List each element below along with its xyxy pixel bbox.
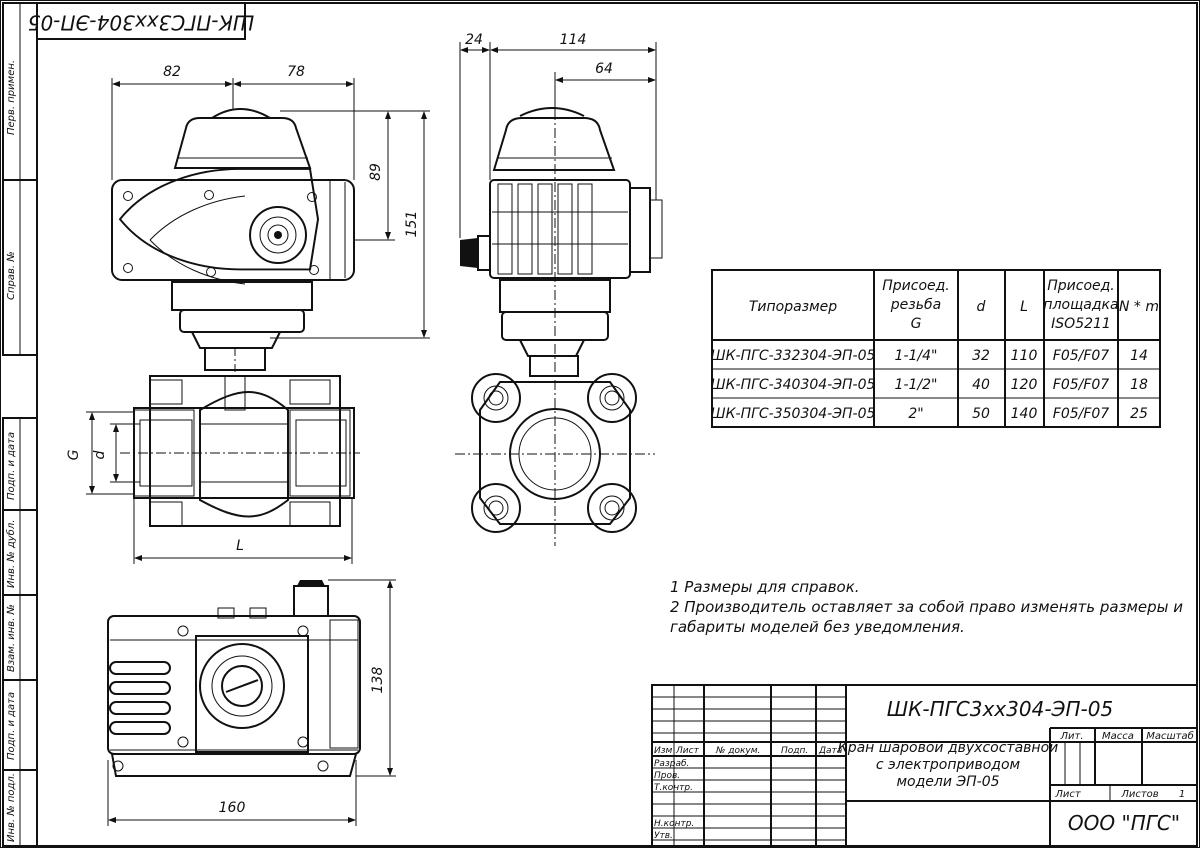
cell-r3-iso: F05/F07 (1053, 406, 1110, 422)
cell-r3-d: 50 (972, 406, 990, 422)
tb-col-podp: Подп. (781, 746, 808, 756)
tb-company: ООО "ПГС" (1068, 811, 1180, 835)
tb-list: Лист (1054, 789, 1082, 800)
spec-table: Типоразмер Присоед. резьба G d L Присоед… (711, 269, 1161, 428)
tb-row-prov: Пров. (654, 771, 680, 781)
th-L: L (1020, 299, 1028, 315)
side-label-inv-dubl: Инв. № дубл. (5, 520, 17, 588)
tb-name-2: с электроприводом (876, 757, 1021, 773)
cell-r2-model: ШК-ПГС-340304-ЭП-05 (711, 377, 876, 393)
tb-col-dokum: № докум. (715, 746, 760, 756)
th-ploshchadka-2: площадка (1043, 297, 1118, 313)
th-rezba-2: резьба (890, 297, 941, 313)
th-nm: N * m (1119, 299, 1159, 315)
front-dimensions: 82 78 89 151 G d L (66, 64, 430, 564)
note-1: 1 Размеры для справок. (670, 578, 860, 596)
tb-lit: Лит. (1059, 731, 1083, 742)
th-d: d (977, 299, 986, 315)
tb-listov-value: 1 (1179, 789, 1185, 800)
top-view (107, 580, 361, 777)
side-label-podp1: Подп. и дата (6, 432, 17, 500)
top-dimensions: 138 160 (107, 579, 396, 826)
tb-listov: Листов (1120, 789, 1158, 800)
notes: 1 Размеры для справок. 2 Производитель о… (670, 578, 1183, 636)
dim-G: G (66, 449, 82, 460)
cell-r3-rezba: 2" (908, 406, 923, 422)
title-block: ШК-ПГС3хх304-ЭП-05 Кран шаровой двухсост… (651, 684, 1198, 847)
th-ploshchadka-1: Присоед. (1047, 278, 1115, 294)
th-tiporazmer: Типоразмер (749, 299, 837, 315)
cell-r3-nm: 25 (1130, 406, 1148, 422)
cell-r3-L: 140 (1011, 406, 1038, 422)
tb-row-razrab: Разраб. (654, 759, 689, 769)
tb-massa: Масса (1102, 731, 1134, 742)
tb-row-nkontr: Н.контр. (654, 819, 694, 829)
cell-r2-nm: 18 (1130, 377, 1148, 393)
side-label-perv: Перв. примен. (6, 60, 17, 135)
cell-r1-L: 110 (1011, 348, 1038, 364)
cell-r2-rezba: 1-1/2" (895, 377, 938, 393)
cell-r1-model: ШК-ПГС-332304-ЭП-05 (711, 348, 876, 364)
cell-r1-rezba: 1-1/4" (895, 348, 938, 364)
th-rezba-1: Присоед. (882, 278, 950, 294)
dim-78: 78 (287, 64, 305, 80)
dim-114: 114 (560, 32, 587, 48)
cell-r2-L: 120 (1011, 377, 1038, 393)
tb-name-1: Кран шаровой двухсоставной (838, 740, 1058, 756)
tb-masshtab: Масштаб (1146, 730, 1194, 742)
cell-r2-d: 40 (972, 377, 990, 393)
top-stamp: ШК-ПГС3хх304-ЭП-05 (28, 2, 254, 40)
dim-89: 89 (368, 163, 384, 181)
side-label-vzam: Взам. инв. № (6, 604, 17, 672)
side-label-sprav: Справ. № (6, 251, 17, 300)
side-label-podp2: Подп. и дата (6, 692, 17, 760)
dim-64: 64 (595, 61, 613, 77)
cell-r1-nm: 14 (1130, 348, 1148, 364)
tb-name-3: модели ЭП-05 (896, 774, 999, 790)
tb-col-data: Дата (818, 746, 842, 756)
tb-col-izm: Изм (654, 746, 673, 756)
tb-row-tkontr: Т.контр. (654, 783, 693, 793)
th-rezba-3: G (911, 316, 922, 332)
tb-code: ШК-ПГС3хх304-ЭП-05 (887, 697, 1113, 721)
side-label-inv-podl: Инв. № подл. (6, 773, 17, 842)
dim-82: 82 (163, 64, 181, 80)
dim-L: L (236, 538, 244, 554)
tb-col-list: Лист (675, 746, 700, 756)
dim-160: 160 (219, 800, 246, 816)
cell-r1-d: 32 (972, 348, 990, 364)
cell-r3-model: ШК-ПГС-350304-ЭП-05 (711, 406, 876, 422)
dim-138: 138 (370, 667, 386, 694)
stamp-code-rotated: ШК-ПГС3хх304-ЭП-05 (28, 11, 254, 35)
cell-r2-iso: F05/F07 (1053, 377, 1110, 393)
side-labels: Перв. примен. Справ. № Подп. и дата Инв.… (5, 60, 17, 842)
tb-row-utv: Утв. (654, 831, 673, 841)
note-2-cont: габариты моделей без уведомления. (670, 618, 965, 636)
note-2: 2 Производитель оставляет за собой право… (670, 598, 1183, 616)
cell-r1-iso: F05/F07 (1053, 348, 1110, 364)
dim-24: 24 (465, 32, 483, 48)
side-view (455, 107, 663, 546)
dim-151: 151 (404, 211, 420, 238)
side-dimensions: 24 114 64 (459, 32, 657, 238)
th-ploshchadka-3: ISO5211 (1051, 316, 1111, 332)
dim-d: d (92, 450, 108, 459)
front-view (111, 108, 360, 527)
